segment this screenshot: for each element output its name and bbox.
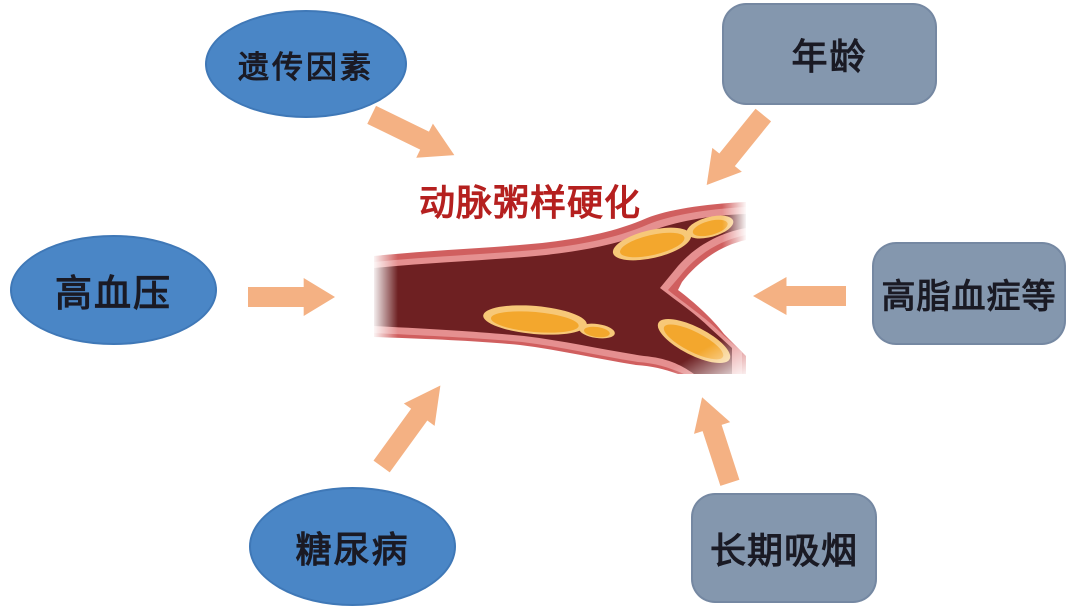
node-long-term-smoking: 长期吸烟 [691,493,877,603]
node-age-label: 年龄 [791,36,868,77]
node-diabetes-label: 糖尿病 [295,528,410,570]
arrow-hypertension-to-center [248,278,335,316]
arrow-genetic-to-center [367,105,455,158]
node-genetic-factors-label: 遗传因素 [238,49,374,85]
node-hypertension: 高血压 [10,235,217,345]
plaque-bottom-left [483,305,587,335]
arrow-age-to-center [706,108,772,185]
plaque-top-main [612,227,692,261]
node-age: 年龄 [722,3,937,105]
node-diabetes: 糖尿病 [249,487,456,606]
arrow-hyperlipidemia-to-center [753,277,846,315]
vessel-bottom-branch-fade [670,328,746,374]
vessel-left-fade [372,242,398,350]
plaque-top-small [686,215,734,239]
vessel-top-branch-fade [722,200,746,248]
node-genetic-factors: 遗传因素 [205,10,407,118]
arrow-smoking-to-center [694,397,740,486]
plaque-bottom-small [579,323,615,339]
node-hyperlipidemia: 高脂血症等 [872,242,1066,345]
arrow-diabetes-to-center [373,385,441,473]
node-hyperlipidemia-label: 高脂血症等 [881,278,1057,316]
artery-illustration [372,200,746,374]
diagram-title: 动脉粥样硬化 [418,182,641,223]
node-hypertension-label: 高血压 [55,273,172,314]
node-long-term-smoking-label: 长期吸烟 [709,530,858,571]
